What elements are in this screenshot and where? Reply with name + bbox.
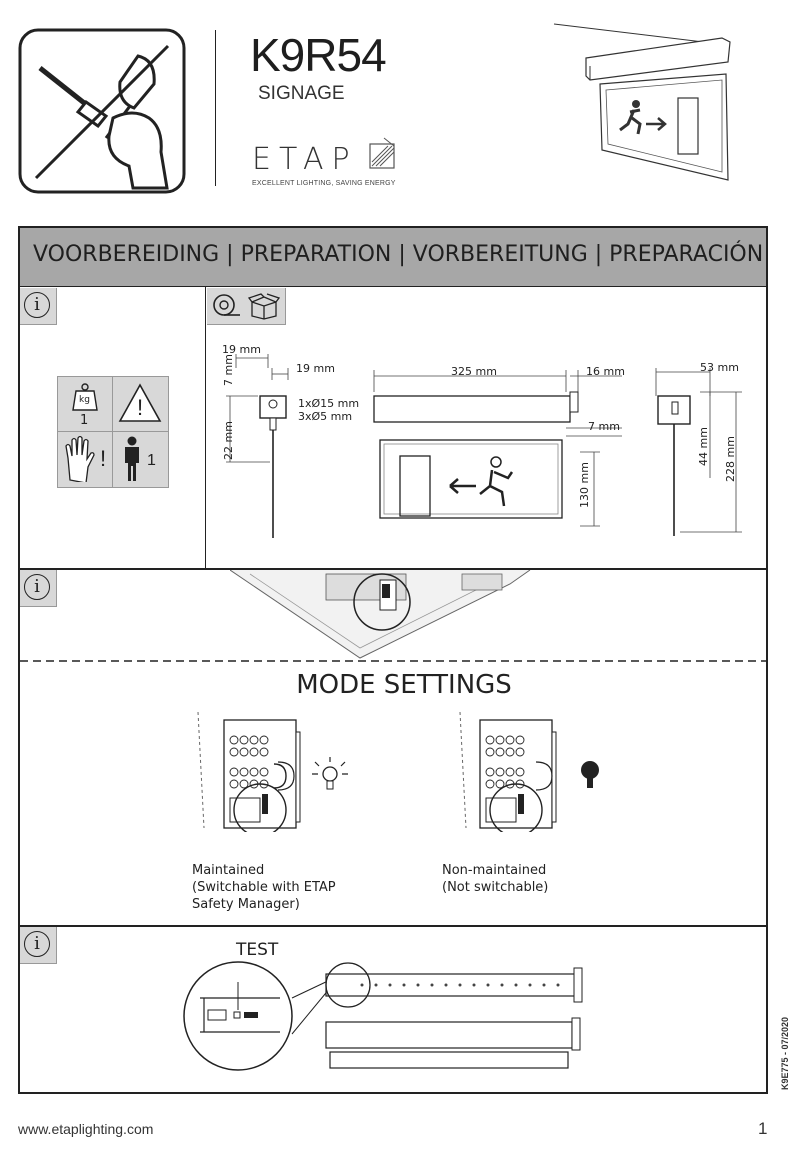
info-icon: i (20, 570, 57, 607)
weight-icon (72, 383, 98, 411)
dim-7a: 7 mm (222, 354, 235, 386)
weight-count: 1 (80, 413, 89, 428)
tape-measure-icon (213, 294, 240, 316)
non-maintained-module-drawing (459, 712, 557, 832)
brand-logo: ETAP (252, 142, 358, 177)
info-icon: i (20, 288, 57, 325)
section-divider (20, 568, 766, 570)
dim-7b: 7 mm (588, 420, 620, 433)
brand-mark-icon (369, 137, 395, 169)
warning-mark: ! (137, 395, 144, 420)
dim-53: 53 mm (700, 361, 739, 374)
page-number: 1 (758, 1119, 768, 1138)
test-detail-drawing (183, 961, 583, 1071)
section-divider (20, 925, 766, 927)
dim-130: 130 mm (578, 462, 591, 508)
dashed-divider (20, 660, 766, 662)
preparation-banner (20, 228, 766, 286)
mode-settings-title: MODE SETTINGS (296, 670, 512, 700)
model-subtitle: SIGNAGE (258, 83, 345, 104)
weight-unit: kg (79, 395, 90, 405)
no-tools-icon (18, 28, 186, 194)
section-divider (20, 286, 766, 287)
maintained-module-drawing (197, 712, 301, 832)
dim-holes-15: 1xØ15 mm (298, 397, 360, 410)
dim-44: 44 mm (697, 427, 710, 466)
lightbulb-off-icon (581, 761, 599, 788)
maintained-caption: Maintained (Switchable with ETAP Safety … (192, 863, 336, 912)
lightbulb-on-icon (312, 757, 348, 790)
grid-line (112, 376, 113, 488)
box-icon (248, 293, 280, 320)
info-icon: i (20, 927, 57, 964)
housing-detail-drawing (230, 570, 531, 659)
dim-228: 228 mm (724, 436, 737, 482)
header-divider (215, 30, 216, 186)
preparation-banner-text: VOORBEREIDING | PREPARATION | VORBEREITU… (33, 242, 764, 267)
dim-19b: 19 mm (296, 362, 335, 375)
dim-325: 325 mm (451, 365, 497, 378)
dim-19a: 19 mm (222, 343, 261, 356)
maintained-tab-icon (273, 763, 287, 789)
instruction-frame (18, 226, 768, 1094)
exit-sign-icon (553, 23, 731, 181)
footer-url: www.etaplighting.com (18, 1121, 154, 1137)
dim-holes-5: 3xØ5 mm (298, 410, 353, 423)
gloves-mark: ! (100, 446, 107, 471)
test-label: TEST (236, 940, 279, 960)
non-maintained-caption: Non-maintained (Not switchable) (442, 863, 549, 895)
dim-22: 22 mm (222, 421, 235, 460)
column-divider (205, 286, 206, 568)
document-id: K9E775 - 07/2020 (780, 1016, 790, 1090)
person-icon (125, 436, 139, 481)
warning-icon (118, 383, 162, 422)
persons-count: 1 (147, 452, 156, 469)
model-title: K9R54 (250, 29, 387, 81)
brand-tagline: EXCELLENT LIGHTING, SAVING ENERGY (252, 180, 396, 187)
gloves-icon (65, 436, 95, 482)
dim-16: 16 mm (586, 365, 625, 378)
dimension-drawing (226, 354, 742, 538)
grid-line (57, 431, 169, 432)
